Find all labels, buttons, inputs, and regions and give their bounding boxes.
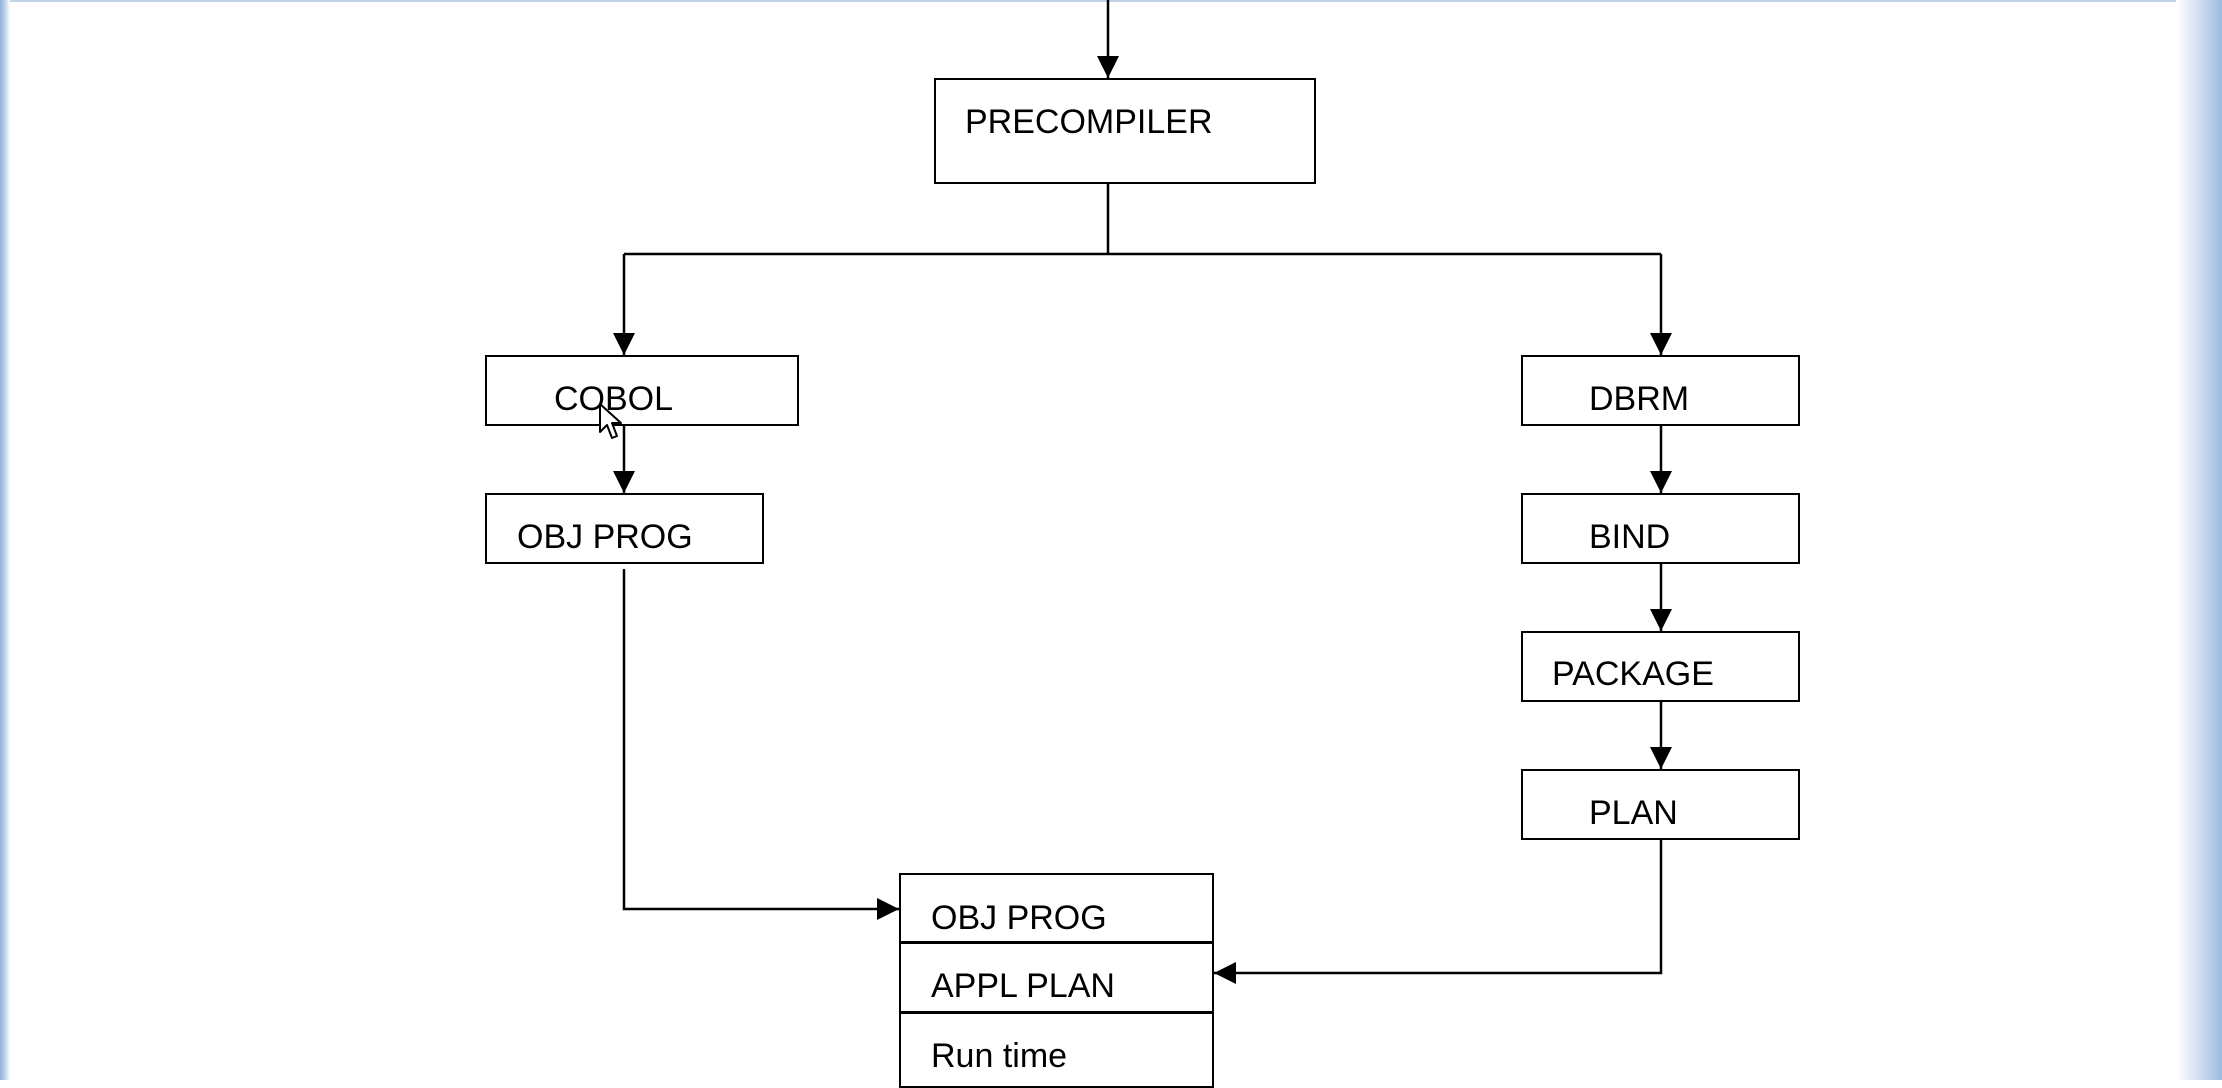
window-left-edge	[0, 0, 10, 1080]
package-label: PACKAGE	[1552, 655, 1714, 693]
dbrm-label: DBRM	[1589, 380, 1690, 418]
plan-box	[1521, 769, 1800, 840]
package-box	[1521, 631, 1800, 702]
runtime-stack	[899, 873, 1214, 1088]
obj-prog-box	[485, 493, 764, 564]
bind-box	[1521, 493, 1800, 564]
precompiler-label: PRECOMPILER	[965, 103, 1213, 141]
runtime-divider-2	[899, 1011, 1214, 1014]
obj-prog-label: OBJ PROG	[517, 518, 693, 556]
dbrm-box	[1521, 355, 1800, 426]
window-top-edge	[0, 0, 2222, 2]
runtime-divider-1	[899, 941, 1214, 944]
runtime-row-run-time: Run time	[931, 1037, 1068, 1075]
runtime-row-appl-plan: APPL PLAN	[931, 967, 1115, 1005]
precompiler-box	[934, 78, 1316, 184]
mouse-cursor-icon	[599, 403, 622, 439]
arrow-objprog-to-runtime	[622, 569, 899, 920]
cobol-box	[485, 355, 799, 426]
arrow-plan-to-runtime	[1214, 840, 1663, 984]
plan-label: PLAN	[1589, 794, 1678, 832]
runtime-row-obj-prog: OBJ PROG	[931, 899, 1107, 937]
cobol-label: COBOL	[554, 380, 674, 418]
window-right-edge	[2176, 0, 2222, 1080]
bind-label: BIND	[1589, 518, 1671, 556]
